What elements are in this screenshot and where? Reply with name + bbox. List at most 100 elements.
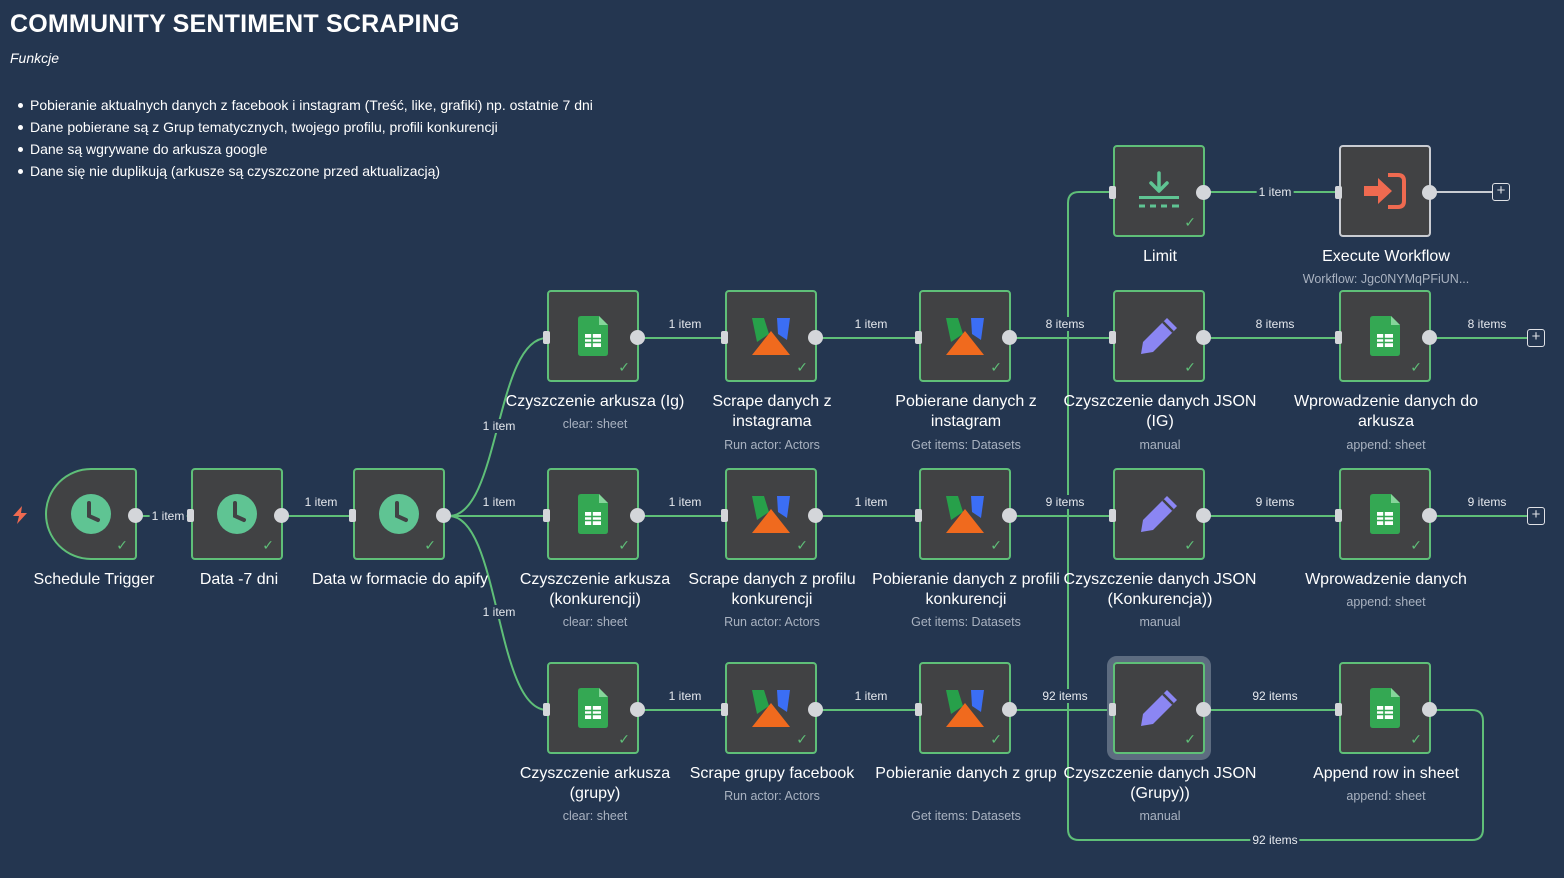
add-node-button[interactable]: + [1527,507,1545,525]
input-port[interactable] [915,331,922,344]
output-port[interactable] [630,330,645,345]
page-subtitle: Funkcje [10,50,60,66]
edge-label: 92 items [1250,833,1300,847]
output-port[interactable] [1422,330,1437,345]
add-node-button[interactable]: + [1492,183,1510,201]
success-check-icon: ✓ [1184,359,1196,375]
output-port[interactable] [1196,185,1211,200]
input-port[interactable] [543,509,550,522]
google-sheets-icon [578,494,608,534]
output-port[interactable] [808,508,823,523]
input-port[interactable] [1109,186,1116,199]
output-port[interactable] [436,508,451,523]
input-port[interactable] [1109,331,1116,344]
output-port[interactable] [1002,702,1017,717]
apify-icon [945,688,985,728]
execute-workflow-icon [1364,173,1406,209]
output-port[interactable] [1002,330,1017,345]
node-get-grupy[interactable]: ✓ [915,662,1017,754]
node-scrape-instagram[interactable]: ✓ [721,290,823,382]
node-title: Czyszczenie arkusza (konkurencji) [519,571,671,608]
node-title: Execute Workflow [1322,248,1450,265]
edge-label: 9 items [1043,495,1087,509]
node-title: Czyszczenie danych JSON (Grupy)) [1063,765,1257,802]
output-port[interactable] [1002,508,1017,523]
success-check-icon: ✓ [1184,537,1196,553]
node-get-instagram[interactable]: ✓ [915,290,1017,382]
node-clear-sheet-grupy[interactable]: ✓ [543,662,645,754]
node-append-konkurencji[interactable]: ✓ [1335,468,1437,560]
node-execute-workflow[interactable] [1335,145,1437,237]
node-get-konkurencji[interactable]: ✓ [915,468,1017,560]
output-port[interactable] [274,508,289,523]
success-check-icon: ✓ [116,537,128,553]
input-port[interactable] [721,331,728,344]
edge-label: 1 item [149,509,187,523]
node-title: Scrape danych z instagrama [712,393,832,430]
edge-label: 1 item [480,419,518,433]
node-append-grupy[interactable]: ✓ [1335,662,1437,754]
node-title: Pobierane danych z instagram [895,393,1037,430]
apify-icon [751,688,791,728]
output-port[interactable] [128,508,143,523]
input-port[interactable] [1335,331,1342,344]
node-data-apify[interactable]: ✓ [349,468,451,560]
feature-list-item: Dane pobierane są z Grup tematycznych, t… [18,116,910,138]
node-title: Scrape danych z profilu konkurencji [688,571,856,608]
input-port[interactable] [915,703,922,716]
node-scrape-konkurencji[interactable]: ✓ [721,468,823,560]
input-port[interactable] [1335,703,1342,716]
output-port[interactable] [630,508,645,523]
workflow-sticky-note[interactable]: COMMUNITY SENTIMENT SCRAPING Funkcje Pob… [10,8,910,182]
edge-label: 1 item [1256,185,1294,199]
output-port[interactable] [1422,185,1437,200]
input-port[interactable] [1335,186,1342,199]
input-port[interactable] [1109,703,1116,716]
edge-label: 1 item [666,317,704,331]
input-port[interactable] [349,509,356,522]
success-check-icon: ✓ [618,537,630,553]
output-port[interactable] [630,702,645,717]
input-port[interactable] [1109,509,1116,522]
add-node-button[interactable]: + [1527,329,1545,347]
pencil-icon [1139,316,1179,356]
input-port[interactable] [187,509,194,522]
success-check-icon: ✓ [796,359,808,375]
input-port[interactable] [543,703,550,716]
apify-icon [945,494,985,534]
node-scrape-grupy[interactable]: ✓ [721,662,823,754]
success-check-icon: ✓ [1410,731,1422,747]
node-append-ig[interactable]: ✓ [1335,290,1437,382]
node-title: Pobieranie danych z grup [875,765,1057,782]
node-limit[interactable]: ✓ [1109,145,1211,237]
input-port[interactable] [721,509,728,522]
node-clear-sheet-konkurencji[interactable]: ✓ [543,468,645,560]
edge-label: 1 item [666,495,704,509]
input-port[interactable] [915,509,922,522]
output-port[interactable] [1422,702,1437,717]
node-json-konkurencja[interactable]: ✓ [1109,468,1211,560]
google-sheets-icon [578,316,608,356]
success-check-icon: ✓ [990,359,1002,375]
output-port[interactable] [808,330,823,345]
output-port[interactable] [1196,508,1211,523]
input-port[interactable] [543,331,550,344]
node-subtitle: clear: sheet [562,809,628,823]
node-data-minus7[interactable]: ✓ [187,468,289,560]
node-json-grupy[interactable]: ✓ [1109,662,1211,754]
output-port[interactable] [1196,330,1211,345]
output-port[interactable] [1422,508,1437,523]
limit-icon [1137,171,1181,211]
input-port[interactable] [1335,509,1342,522]
input-port[interactable] [721,703,728,716]
node-clear-sheet-ig[interactable]: ✓ [543,290,645,382]
node-schedule-trigger[interactable]: ✓ [45,468,143,560]
edge-label: 1 item [666,689,704,703]
success-check-icon: ✓ [990,731,1002,747]
output-port[interactable] [808,702,823,717]
feature-list-item: Dane się nie duplikują (arkusze są czysz… [18,160,910,182]
success-check-icon: ✓ [796,537,808,553]
node-title: Czyszczenie arkusza (Ig) [505,393,685,410]
output-port[interactable] [1196,702,1211,717]
node-json-ig[interactable]: ✓ [1109,290,1211,382]
